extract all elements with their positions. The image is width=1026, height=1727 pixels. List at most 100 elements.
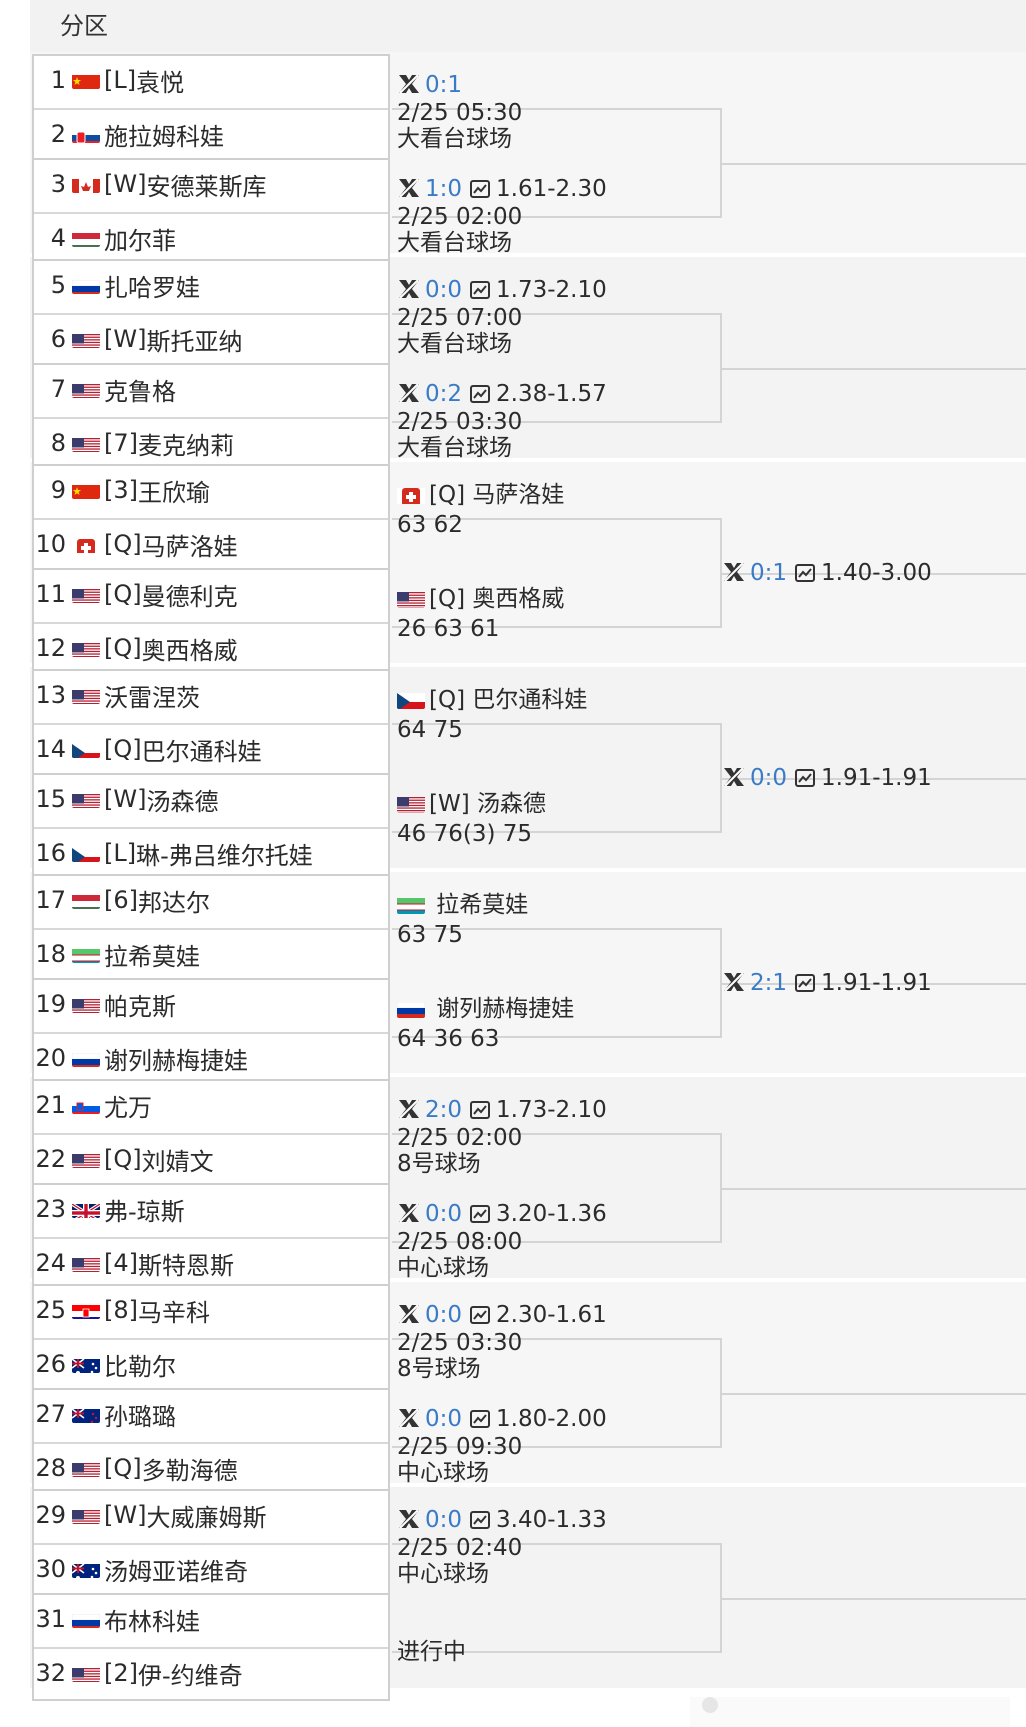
winner-name: [Q] 奥西格威 — [429, 586, 565, 612]
live-score[interactable]: 1:0 — [425, 176, 463, 202]
live-score[interactable]: 0:0 — [425, 1201, 463, 1227]
live-score[interactable]: 0:0 — [425, 277, 463, 303]
player-row[interactable]: 12[Q] 奥西格威 — [34, 622, 237, 674]
match-divider — [34, 1442, 388, 1444]
live-score[interactable]: 2:0 — [425, 1097, 463, 1123]
seed-number: 32 — [35, 1659, 66, 1687]
player-row[interactable]: 28[Q] 多勒海德 — [34, 1442, 237, 1494]
usa-flag-icon — [72, 1150, 100, 1168]
app-logo-icon — [397, 1406, 425, 1432]
player-row[interactable]: 9[3] 王欣瑜 — [34, 464, 210, 516]
entry-tag: [Q] — [104, 634, 142, 662]
player-row[interactable]: 32[2] 伊-约维奇 — [34, 1647, 242, 1699]
round3-match-info[interactable]: 0:1 1.40-3.00 — [722, 560, 932, 586]
player-row[interactable]: 14[Q] 巴尔通科娃 — [34, 723, 261, 775]
live-score[interactable]: 0:2 — [425, 381, 463, 407]
chart-icon[interactable] — [462, 1507, 496, 1533]
player-row[interactable]: 15[W] 汤森德 — [34, 773, 218, 825]
seed-number: 29 — [35, 1501, 66, 1529]
live-score[interactable]: 0:1 — [750, 560, 788, 586]
player-row[interactable]: 24[4] 斯特恩斯 — [34, 1237, 234, 1289]
player-row[interactable]: 29[W] 大威廉姆斯 — [34, 1489, 266, 1541]
player-row[interactable]: 3[W] 安德莱斯库 — [34, 158, 267, 210]
player-row[interactable]: 6[W] 斯托亚纳 — [34, 313, 243, 365]
chart-icon[interactable] — [462, 176, 496, 202]
player-row[interactable]: 11[Q] 曼德利克 — [34, 568, 237, 620]
odds: 1.80-2.00 — [496, 1406, 607, 1432]
player-row[interactable]: 10[Q] 马萨洛娃 — [34, 518, 237, 570]
croatia-flag-icon — [72, 1301, 100, 1319]
match-time: 2/25 02:00 — [397, 1125, 523, 1151]
chart-icon[interactable] — [462, 381, 496, 407]
chart-icon[interactable] — [462, 1302, 496, 1328]
chart-icon[interactable] — [787, 560, 821, 586]
live-score[interactable]: 0:0 — [425, 1507, 463, 1533]
live-score[interactable]: 0:0 — [750, 765, 788, 791]
match-court: 8号球场 — [397, 1356, 481, 1382]
chart-icon[interactable] — [462, 1201, 496, 1227]
match-info[interactable]: [Q] 奥西格威 26 63 61 — [397, 586, 564, 642]
live-score[interactable]: 0:1 — [425, 72, 463, 98]
entry-tag: [Q] — [104, 1454, 142, 1482]
player-row[interactable]: 1[L] 袁悦 — [34, 54, 184, 106]
chart-icon[interactable] — [462, 277, 496, 303]
chart-icon[interactable] — [462, 1097, 496, 1123]
set-scores: 26 63 61 — [397, 616, 500, 642]
chart-icon[interactable] — [787, 765, 821, 791]
winner-name: 拉希莫娃 — [429, 892, 529, 918]
player-row[interactable]: 16[L] 琳-弗吕维尔托娃 — [34, 827, 312, 879]
match-box — [32, 773, 390, 881]
live-score[interactable]: 2:1 — [750, 970, 788, 996]
odds: 1.40-3.00 — [821, 560, 932, 586]
player-name: 斯特恩斯 — [138, 1251, 234, 1280]
usa-flag-icon — [72, 639, 100, 657]
live-score[interactable]: 0:0 — [425, 1302, 463, 1328]
match-info[interactable]: 进行中 — [397, 1611, 466, 1665]
player-row[interactable]: 8[7] 麦克纳莉 — [34, 417, 234, 469]
chart-icon[interactable] — [787, 970, 821, 996]
player-row[interactable]: 17[6] 邦达尔 — [34, 874, 210, 926]
seed-number: 4 — [50, 224, 66, 252]
canada-flag-icon — [72, 175, 100, 193]
winner-name: [W] 汤森德 — [429, 791, 546, 817]
player-row[interactable]: 25[8] 马辛科 — [34, 1284, 210, 1336]
bracket-line — [720, 1188, 1026, 1190]
seed-number: 19 — [35, 990, 66, 1018]
czech-flag-icon — [72, 740, 100, 758]
match-court: 进行中 — [397, 1639, 466, 1665]
player-row[interactable]: 22[Q] 刘婧文 — [34, 1133, 213, 1185]
entry-tag: [W] — [104, 785, 147, 813]
chart-icon[interactable] — [462, 1406, 496, 1432]
live-score[interactable]: 0:0 — [425, 1406, 463, 1432]
